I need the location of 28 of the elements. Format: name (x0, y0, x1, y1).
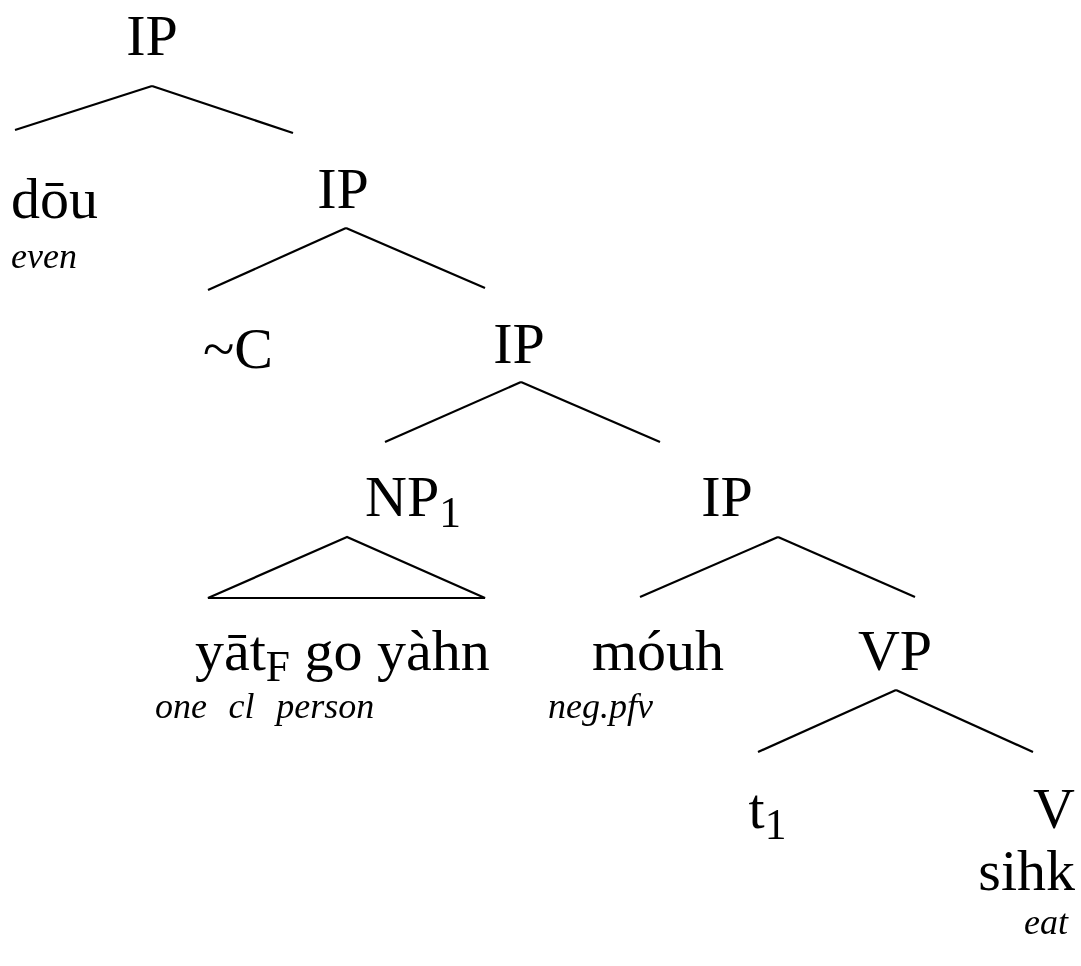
branch-line (895, 689, 1034, 753)
node-label: V (1032, 780, 1076, 838)
node-label: NP$_{1}$ (364, 468, 462, 526)
node-label: IP (700, 468, 754, 526)
branch-line (639, 536, 779, 598)
branch-line (345, 227, 486, 289)
branch-line (14, 84, 153, 132)
node-label: IP (125, 7, 179, 65)
node-label: t$_{1}$ (747, 780, 788, 838)
node-label: VP (856, 622, 934, 680)
gloss-text: eat (1023, 904, 1070, 940)
gloss-text: even (10, 238, 78, 274)
node-label: dōu (10, 170, 99, 228)
node-label: móuh (591, 622, 726, 680)
gloss-text: neg.pfv (547, 688, 654, 724)
branch-line (777, 536, 916, 598)
node-label: ~C (201, 320, 275, 378)
gloss-text: one cl person (154, 688, 376, 724)
word-text: sihk (977, 842, 1076, 900)
branch-line (757, 689, 897, 753)
triangle-branch (206, 535, 487, 600)
node-label: IP (492, 315, 546, 373)
branch-line (520, 381, 661, 443)
branch-line (207, 227, 347, 291)
node-label: IP (316, 160, 370, 218)
branch-line (151, 84, 294, 135)
node-label: yāt$_{F}$ go yàhn (194, 622, 491, 680)
branch-line (384, 381, 522, 443)
